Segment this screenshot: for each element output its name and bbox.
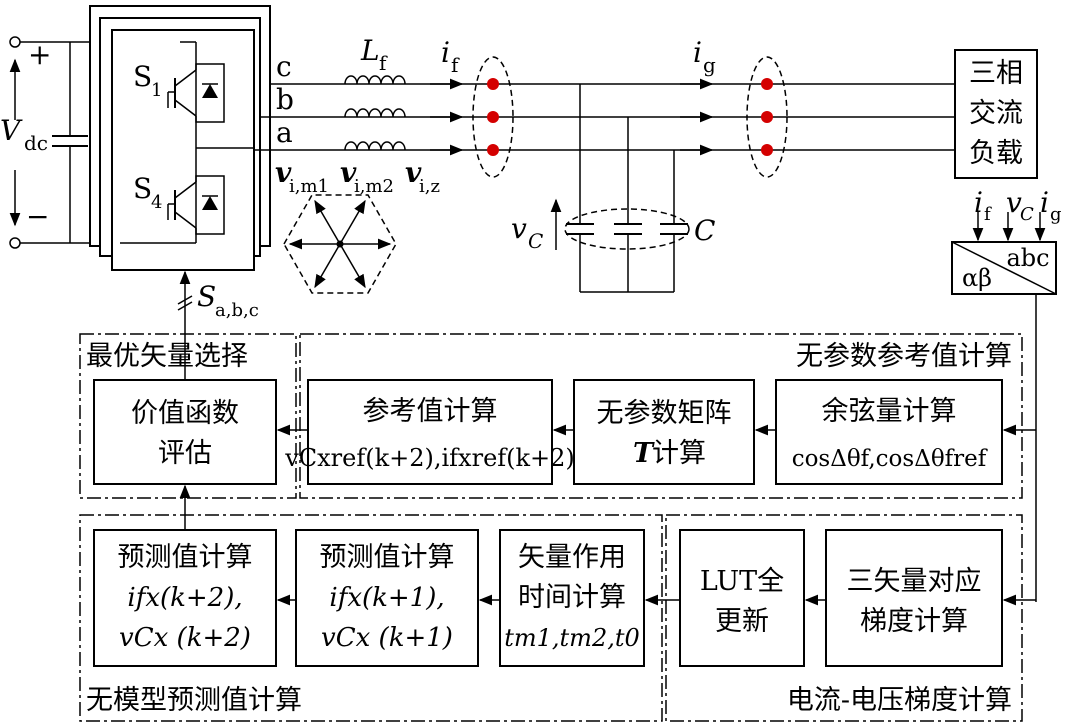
matrix-block-line2: 计算 <box>652 438 706 469</box>
transform-input-vc-sub: C <box>1020 204 1034 225</box>
gradient-block-line2: 梯度计算 <box>860 606 968 637</box>
transform-abc-label: abc <box>1006 244 1049 272</box>
vdc-symbol: V <box>0 114 23 147</box>
ac-load-box <box>954 49 1038 179</box>
load-label-line1: 三相 <box>969 58 1023 89</box>
space-vector-hexagon <box>283 194 397 294</box>
dc-minus-sign: − <box>26 200 49 233</box>
time-block-line2: 时间计算 <box>518 582 626 613</box>
transform-input-if-sub: f <box>984 204 992 225</box>
matrix-block-line1: 无参数矩阵 <box>597 398 732 429</box>
cost-block-line1: 价值函数 <box>131 398 239 429</box>
current-sensor-grid-side <box>746 56 788 178</box>
inverter-module <box>89 5 271 271</box>
transform-input-ig-sub: g <box>1050 204 1062 225</box>
lut-block-line1: LUT全 <box>700 566 784 597</box>
phase-lines <box>254 75 955 156</box>
grid-current-subscript: g <box>703 53 716 77</box>
cosine-block-formula: cosΔθf,cosΔθfref <box>792 446 988 472</box>
lut-update-block <box>679 529 805 667</box>
group-frame-param-free <box>299 333 1023 499</box>
vector-zero-subscript: i,z <box>419 176 440 197</box>
dc-plus-sign: + <box>28 38 51 71</box>
pred2-title: 预测值计算 <box>118 542 253 573</box>
ref-block-title: 参考值计算 <box>363 396 498 427</box>
pred1-line3: vCx (k+1) <box>321 623 453 653</box>
capacitor-voltage-symbol: v <box>511 212 527 245</box>
time-block-line1: 矢量作用 <box>518 542 626 573</box>
group-title-param-free: 无参数参考值计算 <box>796 341 1012 372</box>
capacitor-label: C <box>694 214 715 247</box>
cosine-calc-block <box>775 379 1003 485</box>
pred2-line3: vCx (k+2) <box>119 623 251 653</box>
prediction-k1-block <box>295 529 479 667</box>
grid-current-symbol: i <box>693 36 702 69</box>
reference-calc-block <box>307 379 553 485</box>
group-title-model-free: 无模型预测值计算 <box>86 685 302 716</box>
prediction-k2-block <box>93 529 277 667</box>
phase-c-label: c <box>276 50 292 83</box>
gate-signal-subscript: a,b,c <box>215 300 259 321</box>
inductor-symbol: L <box>360 34 380 67</box>
cost-block-line2: 评估 <box>158 438 212 469</box>
param-free-matrix-block <box>573 379 755 485</box>
pred1-line2: ifx(k+1), <box>329 583 444 613</box>
time-block-line3: tm1,tm2,t0 <box>504 624 640 652</box>
matrix-block-T: T <box>633 438 655 469</box>
transform-input-ig: i <box>1040 186 1049 219</box>
pred1-title: 预测值计算 <box>320 542 455 573</box>
group-title-optimal: 最优矢量选择 <box>86 341 248 372</box>
vector-zero-symbol: v <box>405 156 422 189</box>
lut-block-line2: 更新 <box>715 606 769 637</box>
group-frame-model-free <box>79 514 663 722</box>
abc-alphabeta-transform <box>951 212 1057 602</box>
pred2-line2: ifx(k+2), <box>127 583 242 613</box>
inductor-subscript: f <box>379 51 388 75</box>
group-title-gradient: 电流-电压梯度计算 <box>787 685 1012 716</box>
transform-input-vc: v <box>1006 186 1022 219</box>
switch-s1-symbol: S <box>133 60 152 93</box>
switch-s1-subscript: 1 <box>151 80 162 101</box>
cost-function-block <box>93 379 277 485</box>
ref-block-formula: vCxref(k+2),ifxref(k+2) <box>284 444 575 472</box>
vector-m1-symbol: v <box>275 156 292 189</box>
gate-signal-symbol: S <box>197 280 216 313</box>
filter-current-symbol: i <box>441 36 450 69</box>
vector-m1-subscript: i,m1 <box>289 176 329 197</box>
filter-capacitor-bank <box>550 84 690 293</box>
load-label-line2: 交流 <box>969 98 1023 129</box>
transform-input-if: i <box>974 186 983 219</box>
current-sensor-inverter-side <box>472 56 514 178</box>
vector-m2-subscript: i,m2 <box>354 176 394 197</box>
switch-s4-symbol: S <box>133 172 152 205</box>
transform-alphabeta-label: αβ <box>962 264 992 292</box>
signal-arrows <box>177 270 1036 606</box>
capacitor-voltage-subscript: C <box>528 229 543 253</box>
phase-b-label: b <box>276 83 294 116</box>
cosine-block-title: 余弦量计算 <box>822 396 957 427</box>
load-label-line3: 负载 <box>969 138 1023 169</box>
switch-s4-subscript: 4 <box>151 192 162 213</box>
vector-m2-symbol: v <box>340 156 357 189</box>
vdc-subscript: dc <box>24 131 48 155</box>
phase-a-label: a <box>276 116 293 149</box>
gradient-block-line1: 三矢量对应 <box>847 566 982 597</box>
filter-current-subscript: f <box>451 53 460 77</box>
gradient-calc-block <box>825 529 1003 667</box>
vector-time-block <box>499 529 645 667</box>
group-frame-gradient <box>665 514 1023 722</box>
